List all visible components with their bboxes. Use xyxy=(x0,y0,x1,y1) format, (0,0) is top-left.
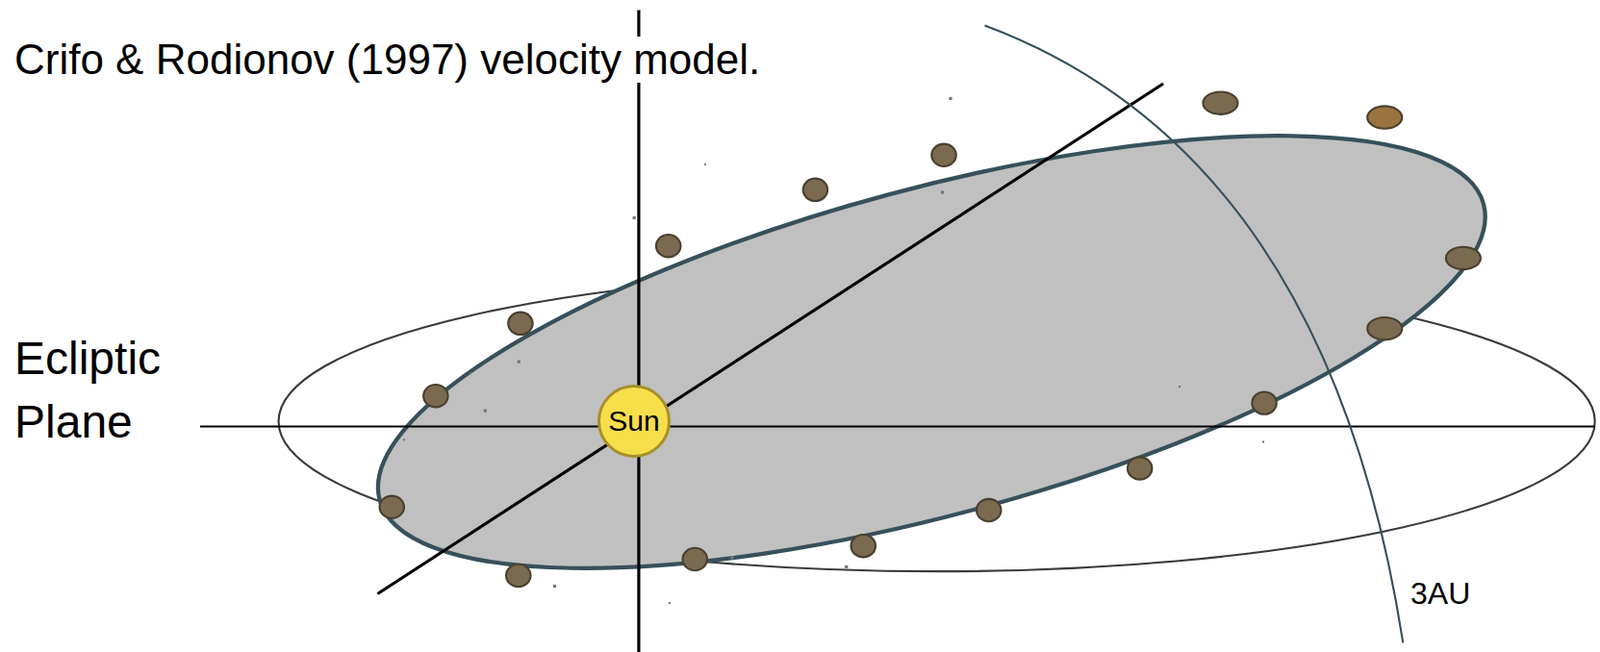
vertical-axis xyxy=(636,10,640,652)
dust-specks xyxy=(403,97,1265,605)
node-text: Sun xyxy=(608,405,660,438)
distance-arc xyxy=(984,25,1403,644)
plane-label: Ecliptic Plane xyxy=(11,327,201,455)
orbit-axis xyxy=(377,83,1164,595)
comet-positions xyxy=(380,91,1481,587)
sun-circle: Sun xyxy=(597,384,671,458)
distance-label: 3AU xyxy=(1407,577,1474,611)
comet-orbit xyxy=(337,46,1526,652)
horizontal-axis xyxy=(137,425,1596,428)
diagram-title: Crifo & Rodionov (1997) velocity model. xyxy=(11,36,763,83)
